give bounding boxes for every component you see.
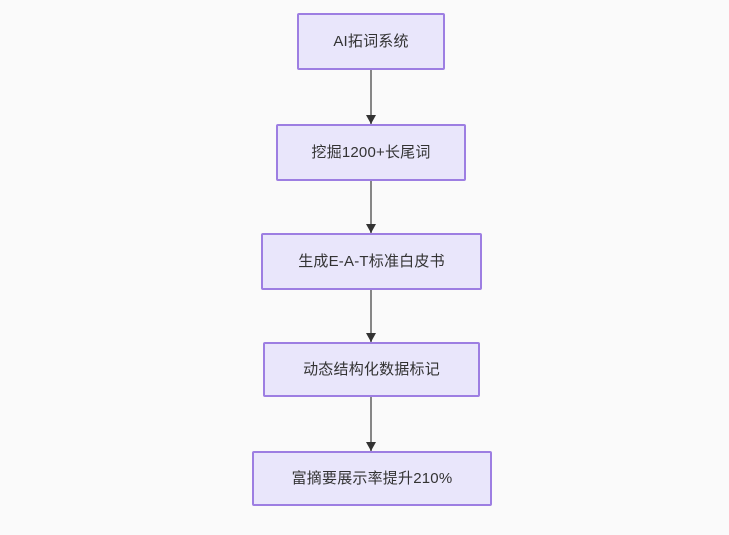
flow-node-label: 挖掘1200+长尾词: [311, 144, 431, 161]
flow-node-label: AI拓词系统: [333, 33, 409, 50]
edge-line: [370, 70, 372, 124]
flow-node-mine-longtail-keywords[interactable]: 挖掘1200+长尾词: [276, 124, 466, 181]
edge-line: [370, 397, 372, 451]
flow-edge-3: [366, 290, 376, 342]
flow-node-rich-snippet-rate-increase[interactable]: 富摘要展示率提升210%: [252, 451, 492, 506]
flow-node-ai-keyword-system[interactable]: AI拓词系统: [297, 13, 445, 70]
flow-edge-4: [366, 397, 376, 451]
flow-node-generate-eat-whitepaper[interactable]: 生成E-A-T标准白皮书: [261, 233, 482, 290]
arrowhead-icon: [366, 333, 376, 342]
flow-node-label: 动态结构化数据标记: [303, 361, 440, 378]
arrowhead-icon: [366, 442, 376, 451]
flow-node-label: 生成E-A-T标准白皮书: [298, 253, 445, 270]
edge-line: [370, 290, 372, 342]
arrowhead-icon: [366, 224, 376, 233]
flow-node-dynamic-structured-data-markup[interactable]: 动态结构化数据标记: [263, 342, 480, 397]
edge-line: [370, 181, 372, 233]
flow-edge-2: [366, 181, 376, 233]
arrowhead-icon: [366, 115, 376, 124]
flow-edge-1: [366, 70, 376, 124]
flow-node-label: 富摘要展示率提升210%: [291, 470, 453, 487]
